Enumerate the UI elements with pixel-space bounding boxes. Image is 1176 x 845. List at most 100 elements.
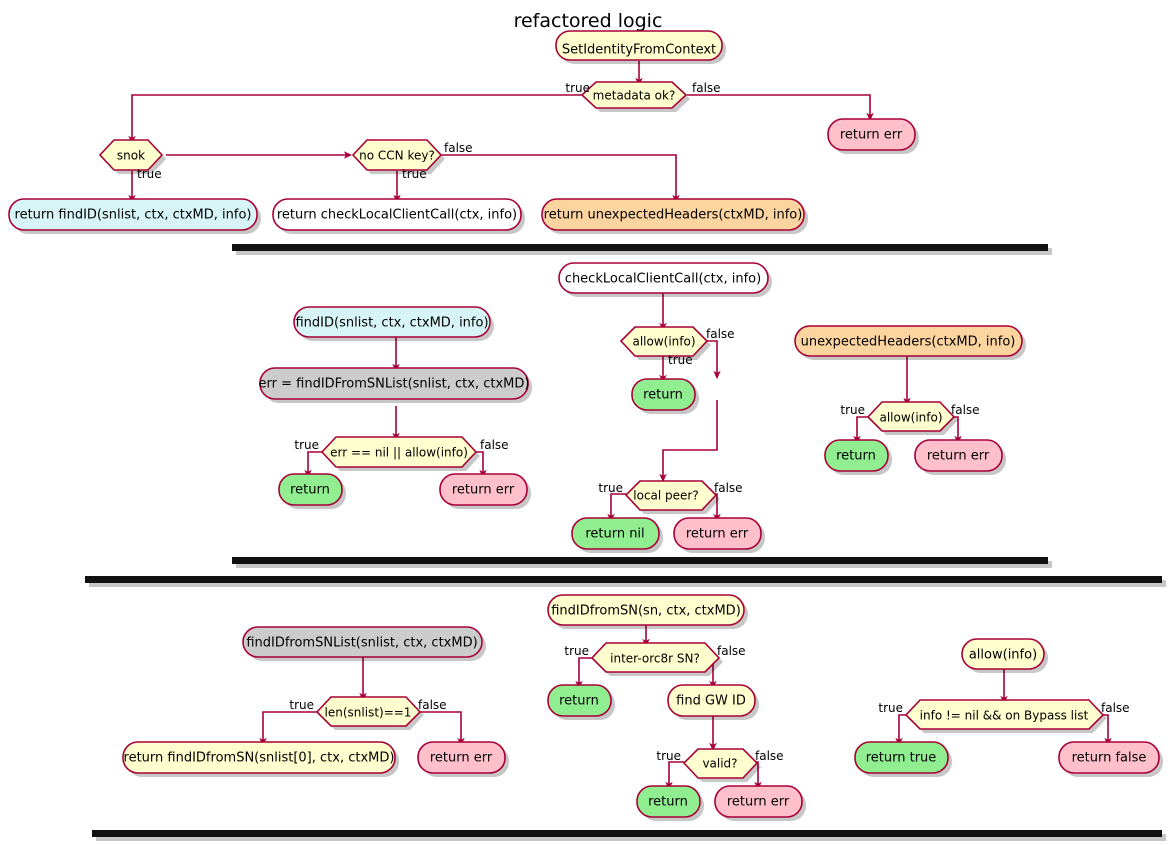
node-label: unexpectedHeaders(ctxMD, info) xyxy=(801,335,1016,350)
edge-label-false: false xyxy=(717,644,746,658)
node-return-true[interactable]: return true xyxy=(854,741,952,777)
node-allow-info-condition-1[interactable]: allow(info) xyxy=(619,326,711,360)
node-return-unexpectedheaders[interactable]: return unexpectedHeaders(ctxMD, info) xyxy=(541,198,808,234)
node-label: err == nil || allow(info) xyxy=(330,446,468,460)
node-label: local peer? xyxy=(633,489,698,503)
node-checklocalclientcall-start[interactable]: checkLocalClientCall(ctx, info) xyxy=(558,262,772,297)
edge-label-false: false xyxy=(755,749,784,763)
node-set-identity-from-context-start[interactable]: SetIdentityFromContext xyxy=(555,30,726,64)
node-findidfromsnlist-start[interactable]: findIDfromSNList(snlist, ctx, ctxMD) xyxy=(242,626,486,661)
node-find-gw-id-action[interactable]: find GW ID xyxy=(667,684,759,720)
node-label: checkLocalClientCall(ctx, info) xyxy=(565,272,761,287)
edge-label-false: false xyxy=(1101,701,1130,715)
node-label: no CCN key? xyxy=(359,149,435,163)
edge-label-true: true xyxy=(564,644,589,658)
node-label: return err xyxy=(686,527,749,542)
node-label: return err xyxy=(840,128,903,143)
node-return-err-6[interactable]: return err xyxy=(714,785,806,821)
edge-label-true: true xyxy=(294,438,319,452)
node-return-2[interactable]: return xyxy=(631,378,699,414)
node-label: return nil xyxy=(585,527,644,542)
node-label: return xyxy=(648,795,688,810)
node-local-peer-condition[interactable]: local peer? xyxy=(624,480,720,514)
node-allow-info-condition-2[interactable]: allow(info) xyxy=(866,401,958,435)
section-allow-info: allow(info) info != nil && on Bypass lis… xyxy=(854,638,1163,777)
node-label: allow(info) xyxy=(879,411,942,425)
edge-label-true: true xyxy=(878,701,903,715)
node-label: findIDfromSNList(snlist, ctx, ctxMD) xyxy=(246,636,477,651)
node-label: return xyxy=(290,483,330,498)
edge-label-true: true xyxy=(656,749,681,763)
node-allow-info-start[interactable]: allow(info) xyxy=(961,638,1048,673)
edge-label-true: true xyxy=(598,481,623,495)
node-valid-condition[interactable]: valid? xyxy=(682,748,761,782)
edge-label-false: false xyxy=(480,438,509,452)
node-label: return err xyxy=(927,449,990,464)
section-separator-3 xyxy=(85,576,1166,587)
node-label: info != nil && on Bypass list xyxy=(920,709,1089,723)
node-label: return checkLocalClientCall(ctx, info) xyxy=(277,208,517,223)
node-label: return true xyxy=(866,751,937,766)
node-findidfromsn-start[interactable]: findIDfromSN(sn, ctx, ctxMD) xyxy=(547,594,748,629)
node-label: return findIDfromSN(snlist[0], ctx, ctxM… xyxy=(124,751,395,766)
node-snok-condition[interactable]: snok xyxy=(98,139,166,174)
node-err-nil-or-allow-condition[interactable]: err == nil || allow(info) xyxy=(320,436,480,471)
node-return-3[interactable]: return xyxy=(824,439,892,475)
node-label: return findID(snlist, ctx, ctxMD, info) xyxy=(15,208,252,223)
node-return-4[interactable]: return xyxy=(547,684,615,720)
node-return-checklocalclientcall[interactable]: return checkLocalClientCall(ctx, info) xyxy=(272,198,525,234)
section-find-id-from-sn-list: findIDfromSNList(snlist, ctx, ctxMD) len… xyxy=(122,626,509,777)
node-label: return err xyxy=(430,751,493,766)
node-label: inter-orc8r SN? xyxy=(610,652,700,666)
node-unexpectedheaders-start[interactable]: unexpectedHeaders(ctxMD, info) xyxy=(794,325,1026,360)
section-separator-4 xyxy=(92,830,1166,841)
node-info-not-nil-bypass-condition[interactable]: info != nil && on Bypass list xyxy=(904,699,1107,733)
node-label: valid? xyxy=(702,757,737,771)
section-separator-2 xyxy=(232,557,1052,568)
node-label: return xyxy=(836,449,876,464)
node-return-nil[interactable]: return nil xyxy=(571,517,663,553)
node-label: return err xyxy=(727,795,790,810)
node-return-false[interactable]: return false xyxy=(1058,741,1163,777)
node-metadata-ok-condition[interactable]: metadata ok? xyxy=(580,81,690,112)
node-label: return xyxy=(559,694,599,709)
node-return-err-5[interactable]: return err xyxy=(417,741,509,777)
page-title: refactored logic xyxy=(514,10,663,32)
node-label: return xyxy=(643,388,683,403)
node-label: return unexpectedHeaders(ctxMD, info) xyxy=(544,208,803,223)
node-label: err = findIDFromSNList(snlist, ctx, ctxM… xyxy=(259,377,530,392)
node-return-1[interactable]: return xyxy=(278,473,346,509)
edge-label-true: true xyxy=(402,167,427,181)
node-return-err-3[interactable]: return err xyxy=(673,517,765,553)
node-return-5[interactable]: return xyxy=(636,785,704,821)
node-no-ccn-key-condition[interactable]: no CCN key? xyxy=(351,139,445,174)
section-find-id: findID(snlist, ctx, ctxMD, info) err = f… xyxy=(259,306,532,509)
edge-label-true: true xyxy=(840,403,865,417)
node-return-findidfromsn[interactable]: return findIDfromSN(snlist[0], ctx, ctxM… xyxy=(122,741,399,777)
node-return-err-2[interactable]: return err xyxy=(439,473,531,509)
node-len-snlist-condition[interactable]: len(snlist)==1 xyxy=(315,696,424,730)
section-check-local-client-call: checkLocalClientCall(ctx, info) allow(in… xyxy=(558,262,772,553)
edge-label-true: true xyxy=(668,353,693,367)
edge-label-false: false xyxy=(444,141,473,155)
node-label: snok xyxy=(117,149,145,163)
node-err-findidfromsnlist-action[interactable]: err = findIDFromSNList(snlist, ctx, ctxM… xyxy=(259,367,532,403)
edge-label-false: false xyxy=(418,698,447,712)
node-findid-start[interactable]: findID(snlist, ctx, ctxMD, info) xyxy=(293,306,494,341)
section-separator-1 xyxy=(232,244,1052,255)
edge-label-false: false xyxy=(714,481,743,495)
edge-label-true: true xyxy=(137,167,162,181)
section-find-id-from-sn: findIDfromSN(sn, ctx, ctxMD) inter-orc8r… xyxy=(547,594,806,821)
node-return-findid[interactable]: return findID(snlist, ctx, ctxMD, info) xyxy=(8,198,261,234)
section-set-identity-from-context: SetIdentityFromContext metadata ok? true… xyxy=(8,30,919,234)
node-return-err-1[interactable]: return err xyxy=(827,118,919,154)
node-label: len(snlist)==1 xyxy=(325,706,412,720)
node-return-err-4[interactable]: return err xyxy=(914,439,1006,475)
node-label: findIDfromSN(sn, ctx, ctxMD) xyxy=(551,604,741,619)
node-label: return err xyxy=(452,483,515,498)
node-label: metadata ok? xyxy=(593,89,676,103)
node-label: allow(info) xyxy=(969,648,1037,663)
section-unexpected-headers: unexpectedHeaders(ctxMD, info) allow(inf… xyxy=(794,325,1026,475)
node-inter-orc8r-sn-condition[interactable]: inter-orc8r SN? xyxy=(590,642,723,676)
